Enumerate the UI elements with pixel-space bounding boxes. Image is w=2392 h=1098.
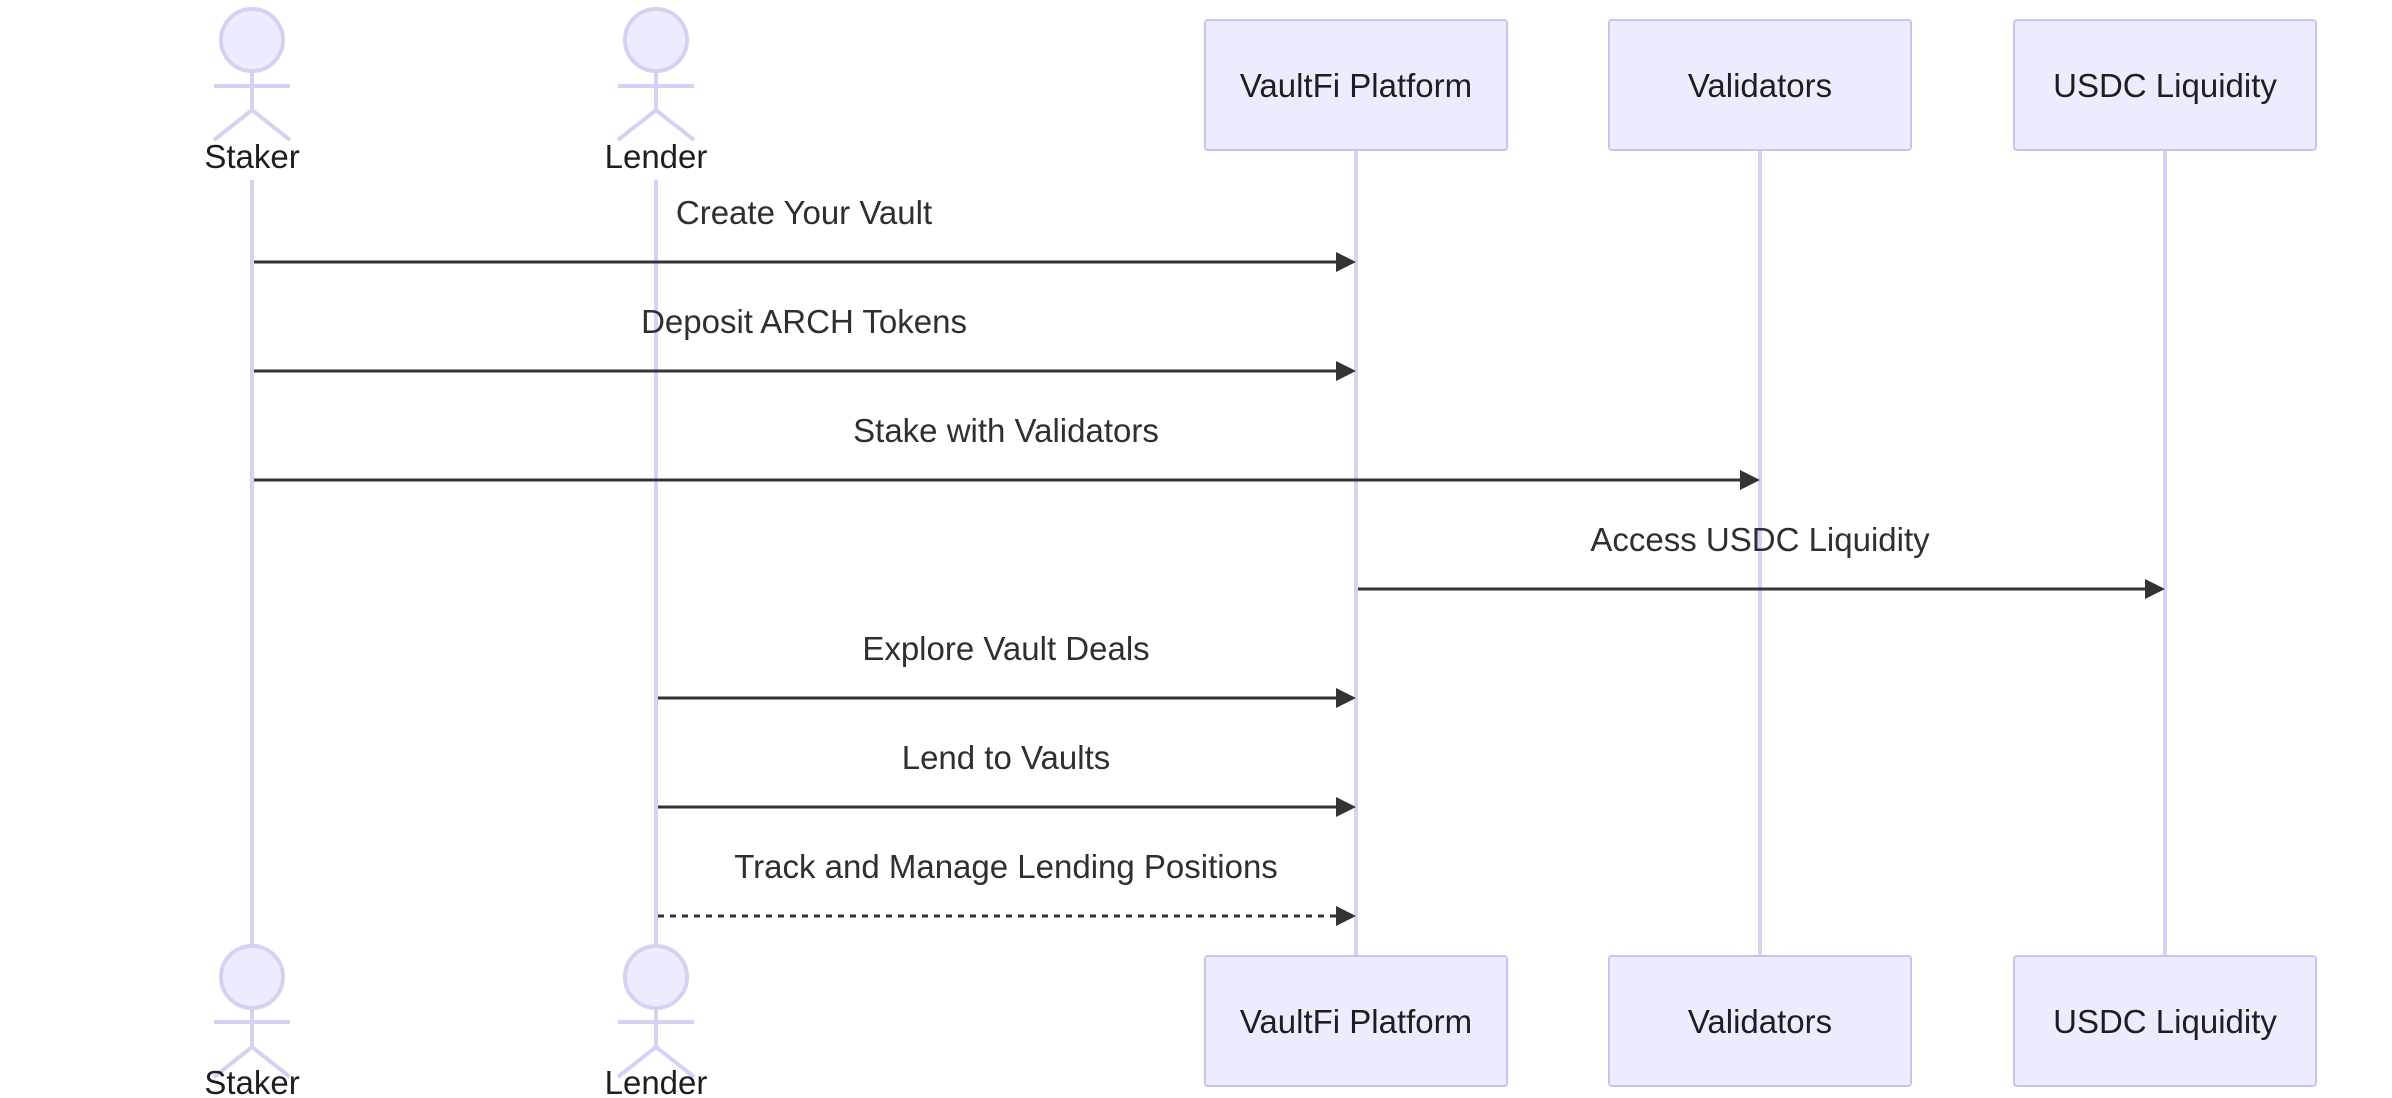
actor-head-icon — [623, 7, 689, 73]
actor-left-leg — [616, 108, 658, 142]
participant-label: Validators — [1688, 67, 1832, 104]
actor-lender-top: Lender — [605, 7, 708, 175]
participant-box — [2013, 955, 2317, 1087]
actor-right-leg — [654, 1045, 696, 1079]
arrowhead-icon — [2145, 579, 2165, 599]
participant-label: VaultFi Platform — [1240, 1003, 1472, 1040]
actor-label: Staker — [204, 1064, 299, 1098]
actor-staker-top: Staker — [204, 7, 300, 175]
message-create-vault: Create Your Vault — [254, 194, 1356, 272]
actor-right-leg — [654, 108, 696, 142]
participant-validators-top: Validators — [1608, 19, 1912, 151]
arrowhead-icon — [1336, 906, 1356, 926]
arrowhead-icon — [1740, 470, 1760, 490]
participant-label: VaultFi Platform — [1240, 67, 1472, 104]
message-access-usdc: Access USDC Liquidity — [1358, 521, 2165, 599]
message-label: Stake with Validators — [853, 412, 1159, 449]
message-label: Access USDC Liquidity — [1590, 521, 1930, 558]
actor-label: Lender — [605, 1064, 708, 1098]
actor-head-icon — [219, 944, 285, 1010]
participant-label: USDC Liquidity — [2053, 67, 2277, 104]
actor-right-leg — [250, 1045, 292, 1079]
actor-head-icon — [219, 7, 285, 73]
message-label: Lend to Vaults — [902, 739, 1111, 776]
actor-label: Lender — [605, 138, 708, 175]
message-label: Create Your Vault — [676, 194, 932, 231]
participant-vaultfi-top: VaultFi Platform — [1204, 19, 1508, 151]
message-deposit-arch: Deposit ARCH Tokens — [254, 303, 1356, 381]
actor-right-leg — [250, 108, 292, 142]
actor-left-leg — [212, 108, 254, 142]
arrowhead-icon — [1336, 252, 1356, 272]
actor-lender-bottom: Lender — [605, 944, 708, 1098]
participant-label: Validators — [1688, 1003, 1832, 1040]
participant-vaultfi-bottom: VaultFi Platform — [1204, 955, 1508, 1087]
actor-left-leg — [616, 1045, 658, 1079]
participant-box — [1204, 19, 1508, 151]
participant-box — [1608, 955, 1912, 1087]
participant-box — [1608, 19, 1912, 151]
actor-staker-bottom: Staker — [204, 944, 300, 1098]
message-label: Explore Vault Deals — [862, 630, 1149, 667]
participant-box — [2013, 19, 2317, 151]
message-lend-vaults: Lend to Vaults — [658, 739, 1356, 817]
participant-usdc-top: USDC Liquidity — [2013, 19, 2317, 151]
arrowhead-icon — [1336, 797, 1356, 817]
arrowhead-icon — [1336, 361, 1356, 381]
message-stake-validators: Stake with Validators — [254, 412, 1760, 490]
arrowhead-icon — [1336, 688, 1356, 708]
participant-validators-bottom: Validators — [1608, 955, 1912, 1087]
participant-label: USDC Liquidity — [2053, 1003, 2277, 1040]
participant-box — [1204, 955, 1508, 1087]
actor-left-leg — [212, 1045, 254, 1079]
message-label: Track and Manage Lending Positions — [734, 848, 1278, 885]
participant-usdc-bottom: USDC Liquidity — [2013, 955, 2317, 1087]
message-label: Deposit ARCH Tokens — [641, 303, 967, 340]
actor-label: Staker — [204, 138, 299, 175]
message-track-manage: Track and Manage Lending Positions — [658, 848, 1356, 926]
actor-head-icon — [623, 944, 689, 1010]
message-explore-deals: Explore Vault Deals — [658, 630, 1356, 708]
